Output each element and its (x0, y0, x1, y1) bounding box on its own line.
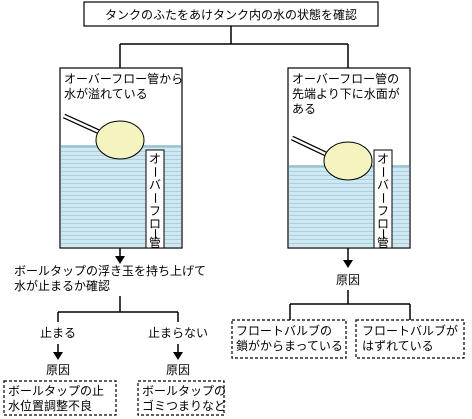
right-tank (287, 67, 411, 249)
left-tank (59, 67, 183, 249)
right-cause-label: 原因 (336, 273, 360, 287)
right-tank-line2: 先端より下に水面が (292, 86, 400, 101)
right-tank-line1: オーバーフロー管の (292, 71, 399, 86)
valve-off-box (355, 319, 465, 359)
stop-cause-line1: ボールタップの止 (8, 384, 104, 398)
check-line2: 水が止まるか確認 (14, 278, 110, 293)
check-line1: ボールタップの浮き玉を持ち上げて (14, 263, 206, 278)
pipe-char: ー (148, 228, 162, 240)
pipe-char: フ (377, 204, 389, 218)
arrow-down-icon (53, 352, 63, 360)
left-pipe-label: オ ー バ ー フ ロ ー 管 (148, 152, 162, 250)
valve-chain-box (231, 319, 347, 359)
valve-chain-line1: フロートバルブの (236, 323, 332, 338)
valve-off-line2: はずれている (362, 339, 434, 353)
left-tank-line1: オーバーフロー管から (64, 71, 183, 86)
tank-arrows (115, 248, 353, 268)
branch-nostop-label: 止まらない (148, 326, 208, 340)
float-ball-icon (323, 141, 373, 181)
pipe-char: 管 (377, 235, 389, 250)
pipe-char: ー (148, 166, 162, 178)
right-branch-connectors (289, 290, 411, 320)
pipe-char: オ (377, 152, 389, 166)
stop-cause-line2: 水位置調整不良 (8, 398, 92, 413)
pipe-char: 管 (149, 235, 161, 250)
nostop-cause-label: 原因 (166, 363, 190, 377)
branch-stop-label: 止まる (40, 326, 76, 340)
pipe-char: バ (377, 178, 389, 192)
overflow-pipe-icon (373, 149, 393, 249)
stop-cause-label: 原因 (46, 363, 70, 377)
pipe-char: ー (376, 192, 390, 204)
pipe-char: ロ (377, 217, 389, 231)
float-ball-icon (95, 120, 145, 160)
pipe-char: フ (149, 204, 161, 218)
title-box (83, 1, 379, 27)
pipe-char: ー (148, 192, 162, 204)
arrow-down-icon (173, 352, 183, 360)
valve-off-line1: フロートバルブが (362, 323, 458, 338)
arrow-down-icon (115, 256, 125, 264)
nostop-cause-line1: ボールタップの (142, 384, 226, 398)
left-branch-connectors (57, 296, 179, 322)
pipe-char: ロ (149, 217, 161, 231)
title-connectors (119, 26, 349, 68)
right-pipe-label: オ ー バ ー フ ロ ー 管 (376, 152, 390, 250)
pipe-char: オ (149, 152, 161, 166)
stop-cause-box (3, 380, 117, 416)
right-tank-line3: ある (292, 102, 316, 116)
pipe-char: バ (149, 178, 161, 192)
title-text: タンクのふたをあけタンク内の水の状態を確認 (105, 7, 357, 22)
pipe-char: ー (376, 228, 390, 240)
nostop-cause-line2: ゴミつまりなど (142, 398, 226, 413)
nostop-cause-box (137, 380, 225, 416)
branch-arrows (53, 344, 183, 360)
arrow-down-icon (343, 260, 353, 268)
pipe-char: ー (376, 166, 390, 178)
left-tank-line2: 水が溢れている (64, 86, 148, 101)
overflow-pipe-icon (145, 149, 165, 249)
valve-chain-line2: 鎖がからまっている (236, 338, 343, 353)
